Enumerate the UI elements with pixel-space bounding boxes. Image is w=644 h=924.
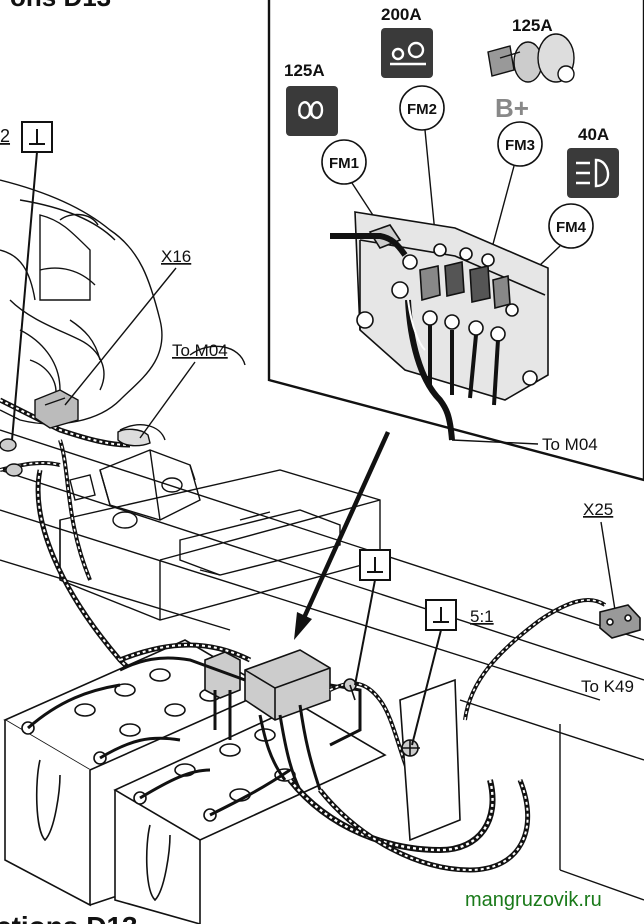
fm4-circle: FM4 (548, 203, 594, 249)
fuse-box-detail (354, 211, 549, 401)
x25-label: X25 (583, 500, 613, 519)
fm4-label: FM4 (556, 219, 587, 236)
fm2-circle: FM2 (399, 85, 445, 131)
starter-motor-icon (381, 28, 433, 78)
fm1-label: FM1 (329, 155, 359, 172)
detail-arrow (294, 431, 391, 640)
fuse-holder-icon (487, 33, 575, 83)
ground-right-leader (411, 629, 442, 746)
battery-right (113, 704, 387, 924)
fm2-rating: 200A (381, 5, 422, 24)
x25-connector (599, 604, 641, 639)
fm4-rating: 40A (578, 125, 609, 144)
ground-symbol-middle (359, 549, 391, 581)
fm3-rating: 125A (512, 16, 553, 35)
top-heading: ons D13 (10, 0, 111, 12)
bottom-heading: ctions D13 (0, 911, 138, 924)
watermark: mangruzovik.ru (465, 889, 602, 911)
ground-symbol-left (21, 121, 53, 153)
fm2-label: FM2 (407, 101, 437, 118)
ground-middle-leader (354, 579, 376, 686)
to-m04-leader (139, 361, 196, 439)
fm1-rating: 125A (284, 61, 325, 80)
glow-coil-icon (286, 86, 338, 136)
b-plus-label: B+ (495, 93, 529, 123)
engine-harness (0, 397, 211, 703)
main-fuse-box (204, 649, 331, 721)
x25-leader (600, 521, 616, 611)
ground-left-leader (11, 151, 38, 441)
fm3-circle: FM3 (497, 121, 543, 167)
ratio-label: 5:1 (470, 607, 494, 626)
ground-symbol-right (425, 599, 457, 631)
detail-to-m04-label: To M04 (542, 435, 598, 454)
x16-leader (64, 267, 177, 406)
m04-connector (0, 428, 151, 477)
main-illustration (0, 179, 644, 701)
left-partial-label: 2 (0, 126, 10, 146)
fm3-label: FM3 (505, 137, 535, 154)
headlight-icon (567, 148, 619, 198)
fuse-box-cables (330, 233, 500, 441)
battery-left (3, 639, 272, 907)
detail-to-m04-leader (451, 439, 539, 445)
to-k49-label: To K49 (581, 677, 634, 696)
ground-bracket (343, 678, 461, 842)
x16-label: X16 (161, 247, 191, 266)
to-m04-label-main: To M04 (172, 341, 228, 360)
fm1-circle: FM1 (321, 139, 367, 185)
x16-connector (34, 389, 79, 429)
frame-right (459, 699, 644, 901)
